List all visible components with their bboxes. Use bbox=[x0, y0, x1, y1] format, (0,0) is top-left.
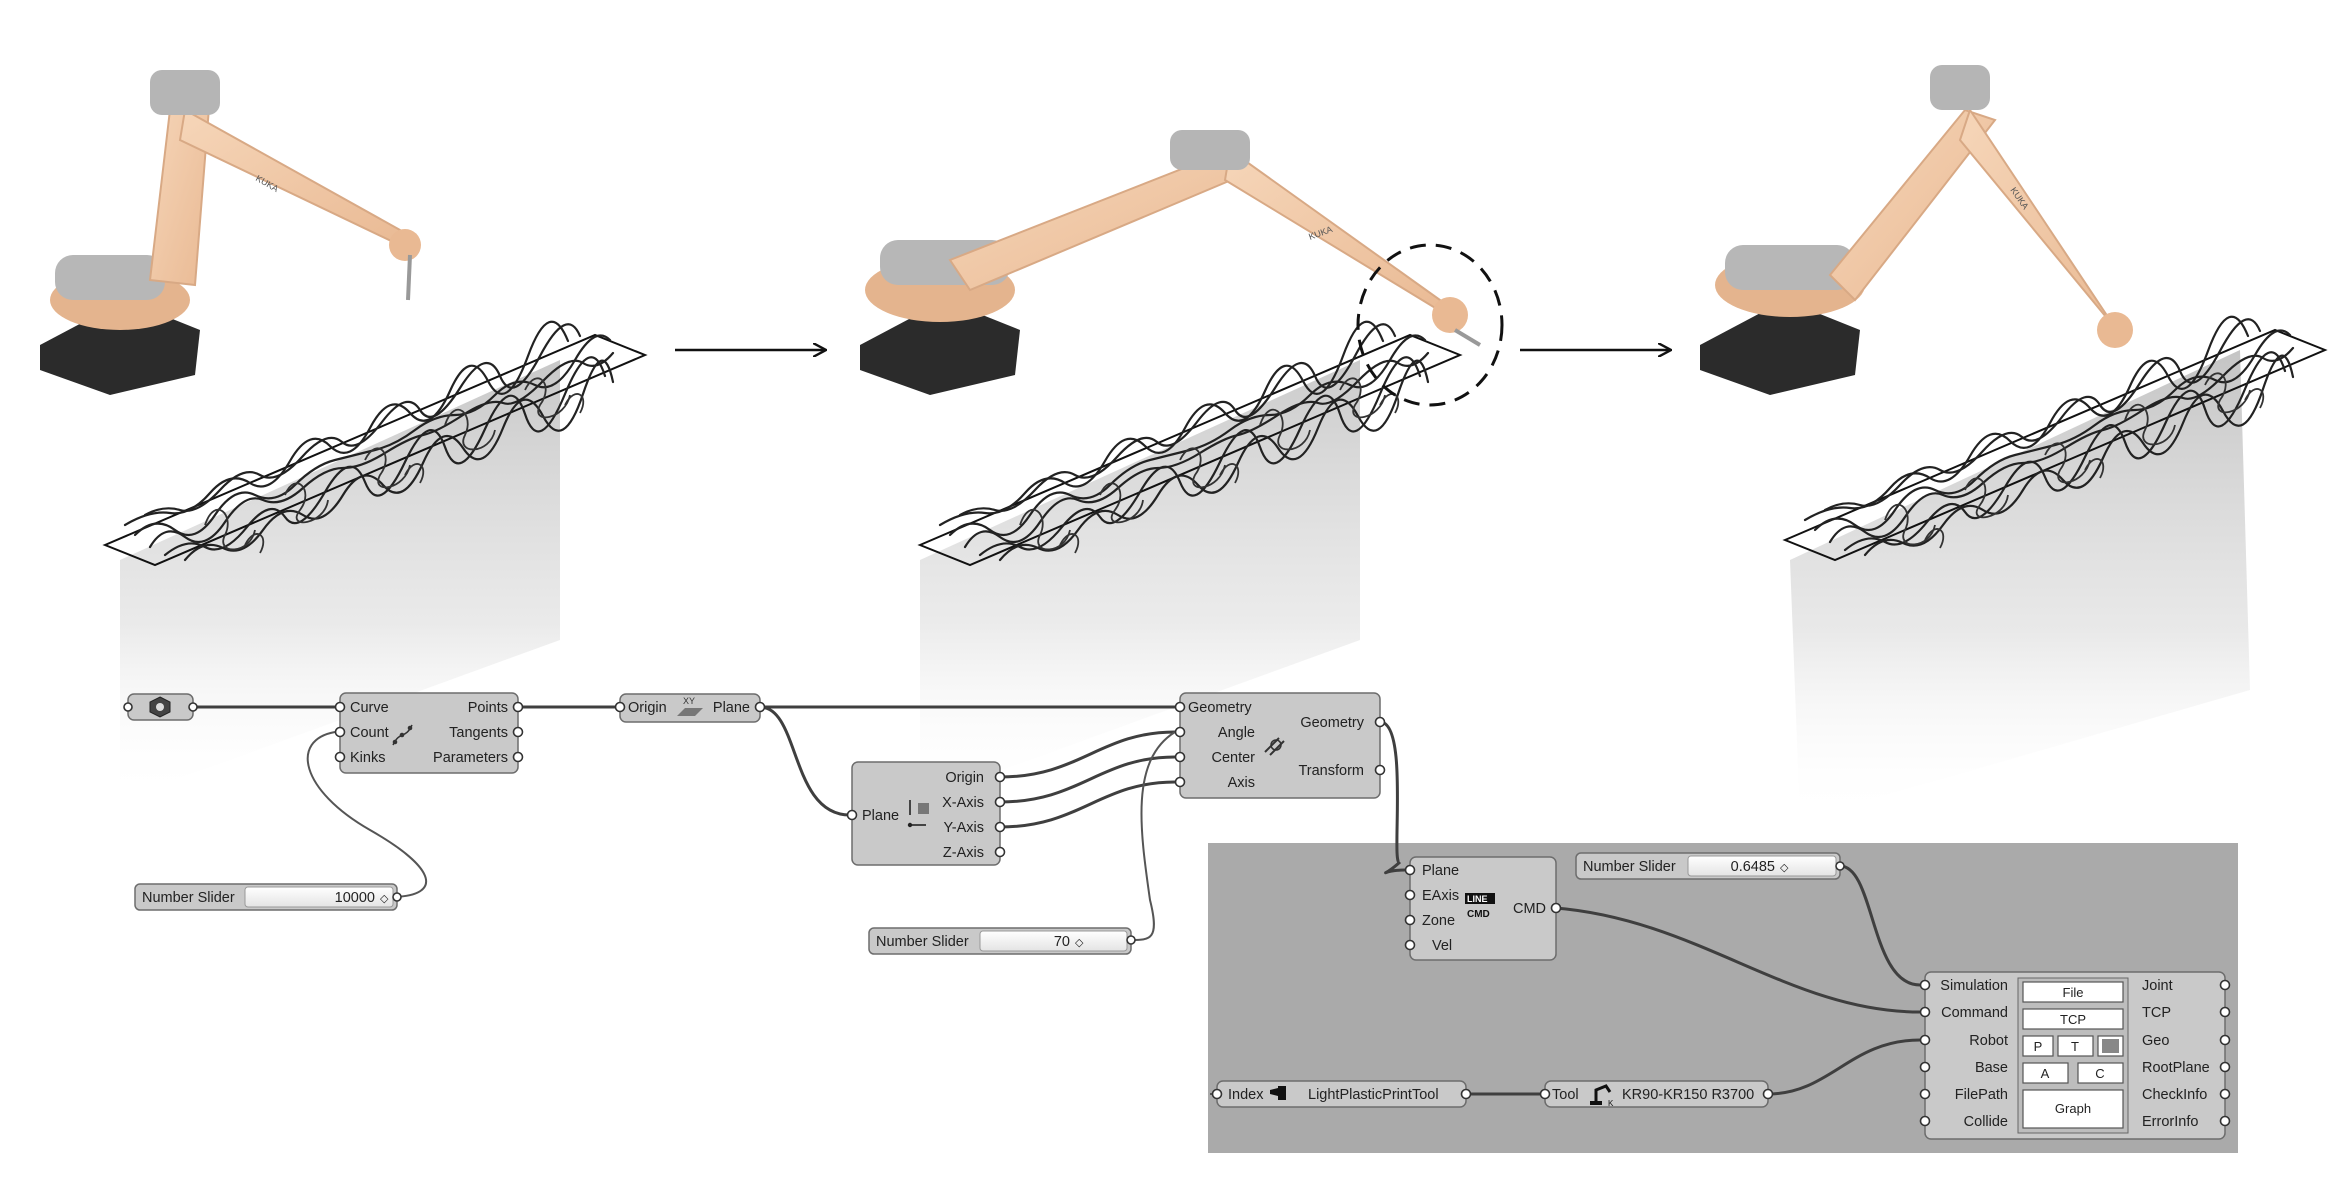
hexagon-icon bbox=[149, 696, 171, 718]
input-count: Count bbox=[350, 725, 389, 741]
input-eaxis: EAxis bbox=[1422, 888, 1459, 904]
robot-model-component[interactable]: Tool K KR90-KR150 R3700 bbox=[1539, 1080, 1774, 1108]
output-tcp: TCP bbox=[2142, 1005, 2171, 1021]
svg-text:K: K bbox=[1608, 1099, 1614, 1108]
slider-knob-icon: ◇ bbox=[1075, 936, 1084, 949]
slider-label: Number Slider bbox=[876, 934, 969, 950]
output-x-axis: X-Axis bbox=[942, 795, 984, 811]
output-transform: Transform bbox=[1298, 763, 1364, 779]
input-vel: Vel bbox=[1432, 938, 1452, 954]
divide-curve-icon bbox=[392, 724, 413, 746]
input-axis: Axis bbox=[1228, 775, 1255, 791]
robot-arm-icon: K bbox=[1590, 1084, 1614, 1108]
xy-plane-icon: XY bbox=[677, 696, 703, 716]
tool-index-component[interactable]: Index LightPlasticPrintTool bbox=[1211, 1080, 1472, 1108]
rotate-icon bbox=[1264, 737, 1285, 756]
slider-label: Number Slider bbox=[142, 890, 235, 906]
output-checkinfo: CheckInfo bbox=[2142, 1087, 2207, 1103]
input-curve: Curve bbox=[350, 700, 389, 716]
geometry-param[interactable] bbox=[123, 693, 198, 721]
output-origin: Origin bbox=[945, 770, 984, 786]
robot-illustration-3: KUKA bbox=[1700, 65, 2327, 820]
view-toggle[interactable] bbox=[2097, 1035, 2124, 1057]
tcp-button[interactable]: TCP bbox=[2022, 1008, 2124, 1030]
robot-simulation-component[interactable]: Simulation Command Robot Base FilePath C… bbox=[1919, 971, 2231, 1140]
output-tangents: Tangents bbox=[449, 725, 508, 741]
slider-knob-icon: ◇ bbox=[380, 892, 389, 905]
number-slider-angle[interactable]: Number Slider 70 ◇ bbox=[868, 927, 1136, 955]
linear-command-component[interactable]: Plane EAxis Zone Vel CMD LINE CMD bbox=[1404, 856, 1562, 961]
rotate-component[interactable]: Geometry Angle Center Axis Geometry Tran… bbox=[1174, 692, 1386, 799]
wires bbox=[193, 705, 1921, 1096]
robot-illustration-1: KUKA bbox=[40, 70, 647, 800]
slider-value: 0.6485 bbox=[1731, 859, 1775, 875]
svg-text:A: A bbox=[2041, 1066, 2050, 1081]
input-robot: Robot bbox=[1969, 1033, 2008, 1049]
slider-value: 10000 bbox=[335, 890, 375, 906]
input-origin: Origin bbox=[628, 700, 667, 716]
divide-curve-component[interactable]: Curve Count Kinks Points Tangents Parame… bbox=[334, 692, 524, 774]
deconstruct-plane-icon bbox=[907, 800, 929, 828]
svg-text:P: P bbox=[2034, 1039, 2043, 1054]
svg-text:File: File bbox=[2063, 985, 2084, 1000]
print-tool-icon bbox=[1270, 1086, 1286, 1100]
input-center: Center bbox=[1211, 750, 1255, 766]
input-angle: Angle bbox=[1218, 725, 1255, 741]
output-errorinfo: ErrorInfo bbox=[2142, 1114, 2198, 1130]
c-button[interactable]: C bbox=[2077, 1062, 2124, 1084]
number-slider-sim[interactable]: Number Slider 0.6485 ◇ bbox=[1575, 852, 1845, 880]
svg-text:C: C bbox=[2095, 1066, 2104, 1081]
p-button[interactable]: P bbox=[2022, 1035, 2054, 1057]
svg-text:XY: XY bbox=[683, 696, 695, 706]
input-simulation: Simulation bbox=[1940, 978, 2008, 994]
deconstruct-plane-component[interactable]: Plane Origin X-Axis Y-Axis Z-Axis bbox=[846, 761, 1006, 866]
file-button[interactable]: File bbox=[2022, 981, 2124, 1003]
svg-text:LINE: LINE bbox=[1467, 894, 1488, 904]
slider-label: Number Slider bbox=[1583, 859, 1676, 875]
svg-text:T: T bbox=[2071, 1039, 2079, 1054]
output-rootplane: RootPlane bbox=[2142, 1060, 2210, 1076]
input-filepath: FilePath bbox=[1955, 1087, 2008, 1103]
graph-button[interactable]: Graph bbox=[2022, 1089, 2124, 1129]
xy-plane-component[interactable]: Origin Plane XY bbox=[614, 693, 766, 723]
svg-text:Graph: Graph bbox=[2055, 1101, 2091, 1116]
svg-text:TCP: TCP bbox=[2060, 1012, 2086, 1027]
output-y-axis: Y-Axis bbox=[943, 820, 984, 836]
input-tool: Tool bbox=[1552, 1087, 1579, 1103]
input-index: Index bbox=[1228, 1087, 1264, 1103]
input-base: Base bbox=[1975, 1060, 2008, 1076]
a-button[interactable]: A bbox=[2022, 1062, 2069, 1084]
input-command: Command bbox=[1941, 1005, 2008, 1021]
svg-text:CMD: CMD bbox=[1467, 909, 1490, 920]
tool-name: LightPlasticPrintTool bbox=[1308, 1087, 1439, 1103]
output-geo: Geo bbox=[2142, 1033, 2169, 1049]
line-cmd-icon: LINE CMD bbox=[1465, 893, 1495, 920]
slider-value: 70 bbox=[1054, 934, 1070, 950]
number-slider-count[interactable]: Number Slider 10000 ◇ bbox=[134, 883, 402, 911]
output-points: Points bbox=[468, 700, 508, 716]
input-zone: Zone bbox=[1422, 913, 1455, 929]
t-button[interactable]: T bbox=[2057, 1035, 2094, 1057]
input-plane: Plane bbox=[1422, 863, 1459, 879]
input-collide: Collide bbox=[1964, 1114, 2008, 1130]
output-plane: Plane bbox=[713, 700, 750, 716]
output-joint: Joint bbox=[2142, 978, 2173, 994]
input-geometry: Geometry bbox=[1188, 700, 1252, 716]
output-z-axis: Z-Axis bbox=[943, 845, 984, 861]
output-geometry: Geometry bbox=[1300, 715, 1364, 731]
input-plane: Plane bbox=[862, 808, 899, 824]
robot-illustration-2: KUKA bbox=[860, 130, 1504, 800]
robot-model-name: KR90-KR150 R3700 bbox=[1622, 1087, 1754, 1103]
slider-knob-icon: ◇ bbox=[1780, 861, 1789, 874]
input-kinks: Kinks bbox=[350, 750, 385, 766]
highlight-circle bbox=[1356, 243, 1504, 407]
output-cmd: CMD bbox=[1513, 901, 1546, 917]
output-parameters: Parameters bbox=[433, 750, 508, 766]
